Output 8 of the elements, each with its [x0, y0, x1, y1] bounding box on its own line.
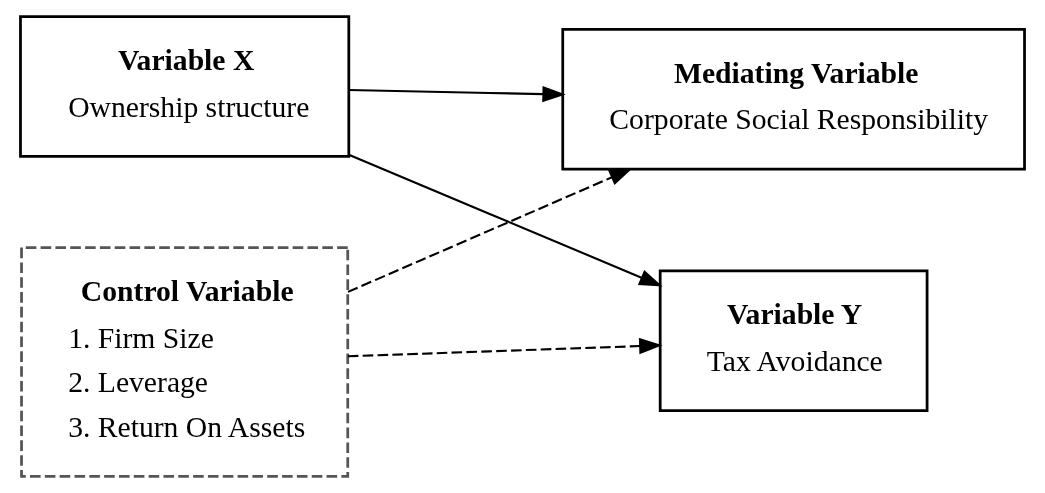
arrow — [348, 337, 663, 358]
arrow — [347, 168, 633, 293]
node-box: Variable Y Tax Avoidance — [658, 269, 929, 413]
node-box: Variable X Ownership structure — [19, 15, 351, 158]
node-box: Mediating Variable Corporate Social Responsibility — [561, 28, 1026, 171]
arrow — [348, 85, 566, 103]
arrow — [348, 153, 663, 287]
node-box: Control Variable 1. Firm Size 2. Leverage 3. Return On Assets — [20, 246, 350, 478]
